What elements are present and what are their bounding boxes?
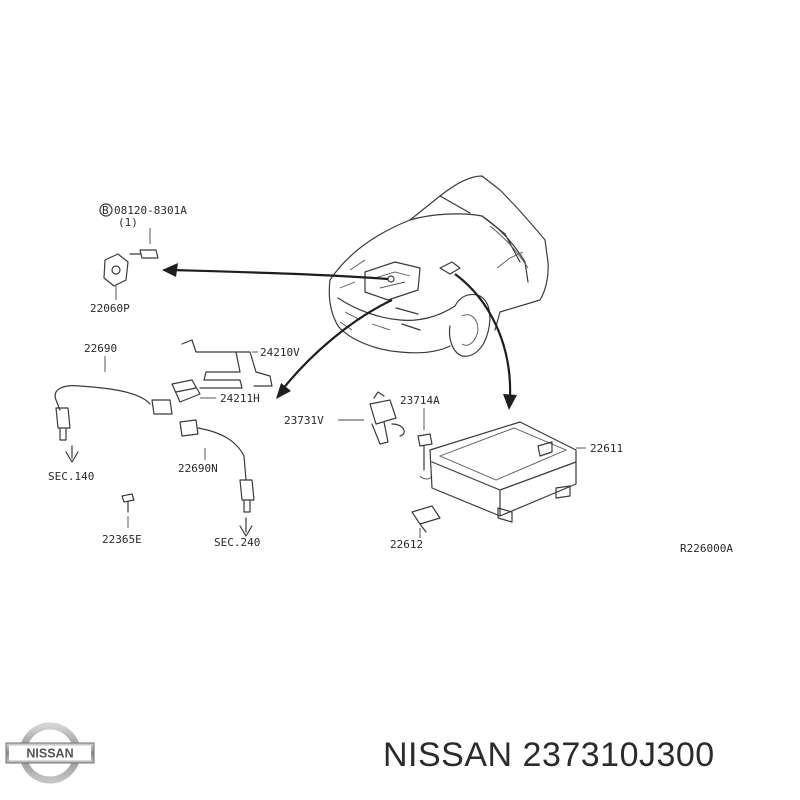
part-22060P: B 08120-8301A (1) 22060P xyxy=(90,203,187,315)
vehicle-illustration xyxy=(328,175,549,357)
bolt-circle-letter: B xyxy=(102,204,109,217)
arrow-to-sensor xyxy=(281,299,393,391)
parts-diagram: B 08120-8301A (1) 22060P 22690 SEC.140 2… xyxy=(48,175,733,555)
label-sec240: SEC.240 xyxy=(214,536,260,549)
part-22611-ecu: 22611 xyxy=(429,421,623,523)
part-23714A: 23714A xyxy=(400,394,440,480)
label-22060P: 22060P xyxy=(90,302,130,315)
part-22365E: 22365E xyxy=(102,493,142,546)
arrow-to-22060P xyxy=(171,268,389,281)
reference-code: R226000A xyxy=(680,542,733,555)
label-22690: 22690 xyxy=(84,342,117,355)
label-22611: 22611 xyxy=(590,442,623,455)
label-22365E: 22365E xyxy=(102,533,142,546)
part-title: NISSAN 237310J300 xyxy=(383,736,715,774)
part-22612: 22612 xyxy=(390,505,441,551)
bolt-circle-symbol xyxy=(99,203,113,217)
label-22612: 22612 xyxy=(390,538,423,551)
arrow-to-ecu xyxy=(454,273,512,399)
part-24211H: 24211H xyxy=(171,379,260,405)
arrowhead-22060P xyxy=(162,263,178,277)
label-sec140: SEC.140 xyxy=(48,470,94,483)
arrowhead-sensor xyxy=(276,383,291,399)
label-24211H: 24211H xyxy=(220,392,260,405)
label-22690N: 22690N xyxy=(178,462,218,475)
label-bolt-spec: 08120-8301A xyxy=(114,204,187,217)
part-23731V: 23731V xyxy=(284,391,405,445)
part-24210V: 24210V xyxy=(181,339,300,389)
part-22690: 22690 SEC.140 xyxy=(48,342,173,483)
part-22690N: 22690N SEC.240 xyxy=(178,419,260,549)
label-23731V: 23731V xyxy=(284,414,324,427)
label-24210V: 24210V xyxy=(260,346,300,359)
callout-arrows xyxy=(162,263,517,410)
arrowhead-ecu xyxy=(503,394,517,410)
nissan-logo: NISSAN xyxy=(5,722,95,784)
label-23714A: 23714A xyxy=(400,394,440,407)
logo-text: NISSAN xyxy=(26,747,73,761)
label-bolt-qty: (1) xyxy=(118,216,138,229)
